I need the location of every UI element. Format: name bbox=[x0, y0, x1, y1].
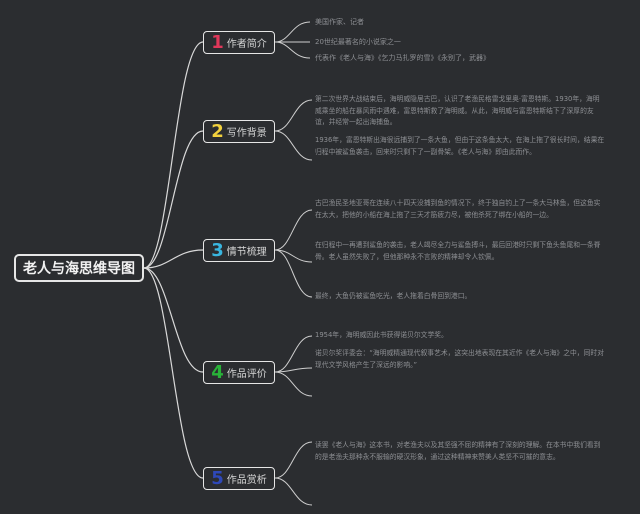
leaf-paragraph: 在归程中一再遭到鲨鱼的袭击，老人竭尽全力与鲨鱼搏斗，最后回港时只剩下鱼头鱼尾和一… bbox=[315, 241, 601, 261]
branch-node-3[interactable]: 3 情节梳理 bbox=[203, 239, 275, 262]
connector-root-3 bbox=[143, 249, 204, 269]
leaf-text: 代表作《老人与海》《乞力马扎罗的雪》《永别了，武器》 bbox=[315, 54, 490, 62]
leaf-text: 20世纪最著名的小说家之一 bbox=[315, 38, 401, 46]
leaf-paragraph: 第二次世界大战结束后，海明威隐居古巴，认识了老渔民格雷戈里奥·富恩特斯。1930… bbox=[315, 95, 600, 126]
branch-node-4[interactable]: 4 作品评价 bbox=[203, 361, 275, 384]
branch-node-1[interactable]: 1 作者简介 bbox=[203, 31, 275, 54]
root-node[interactable]: 老人与海思维导图 bbox=[14, 254, 144, 282]
branch-number: 3 bbox=[211, 239, 224, 261]
connector-root-4 bbox=[143, 267, 204, 373]
branch-number: 2 bbox=[211, 120, 224, 142]
root-label: 老人与海思维导图 bbox=[23, 261, 135, 277]
branch-label: 情节梳理 bbox=[226, 247, 267, 258]
branch-node-5[interactable]: 5 作品赏析 bbox=[203, 467, 275, 490]
leaf-paragraph: 最终，大鱼仍被鲨鱼吃光，老人拖着白骨回到港口。 bbox=[315, 292, 472, 300]
leaf-paragraph: 诺贝尔奖评委会：“海明威精通现代叙事艺术，这突出地表现在其近作《老人与海》之中，… bbox=[315, 349, 604, 369]
leaf-paragraph: 1954年，海明威因此书获得诺贝尔文学奖。 bbox=[315, 331, 448, 339]
branch-node-2[interactable]: 2 写作背景 bbox=[203, 120, 275, 143]
connector-root-1 bbox=[143, 41, 204, 269]
branch-label: 作品赏析 bbox=[226, 475, 267, 486]
branch-label: 作者简介 bbox=[226, 39, 267, 50]
leaf-text: 美国作家、记者 bbox=[315, 18, 364, 26]
connector-root-2 bbox=[143, 130, 204, 269]
branch-label: 作品评价 bbox=[226, 369, 267, 380]
leaf-paragraph: 读罢《老人与海》这本书，对老渔夫以及其坚强不屈的精神有了深刻的理解。在本书中我们… bbox=[315, 441, 601, 461]
leaf-paragraph: 1936年，富恩特斯出海很远捕到了一条大鱼，但由于这条鱼太大，在海上拖了很长时间… bbox=[315, 136, 605, 156]
branch-number: 5 bbox=[211, 467, 224, 489]
leaf-paragraph: 古巴渔民圣地亚哥在连续八十四天没捕到鱼的情况下，终于独自钓上了一条大马林鱼，但这… bbox=[315, 199, 601, 219]
branch-label: 写作背景 bbox=[226, 128, 267, 139]
branch-number: 4 bbox=[211, 361, 224, 383]
connector-root-5 bbox=[143, 267, 204, 479]
branch-number: 1 bbox=[211, 31, 224, 53]
